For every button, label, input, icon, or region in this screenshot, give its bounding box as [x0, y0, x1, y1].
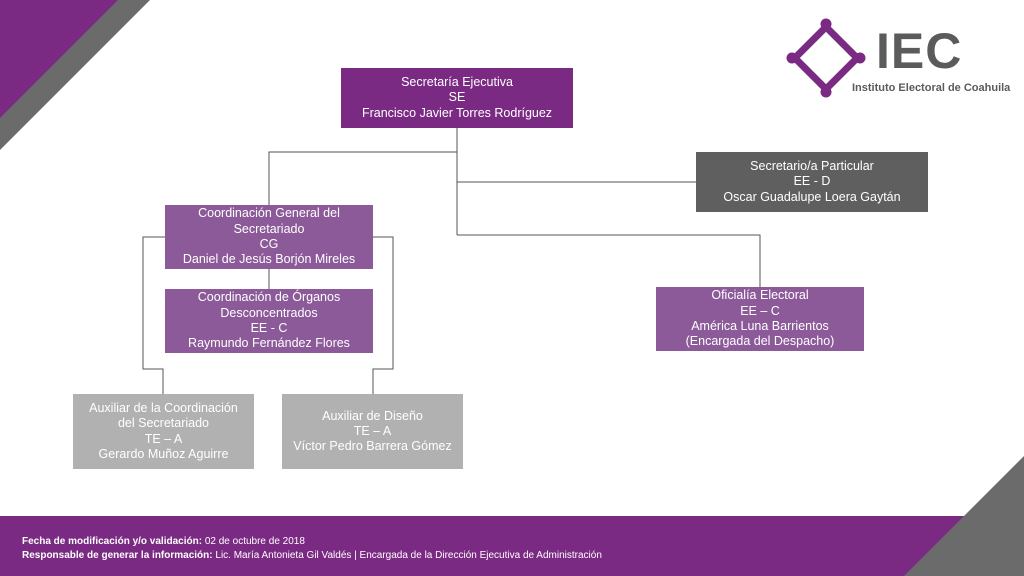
node-line: EE - C — [250, 321, 288, 335]
connector-cgs-to-acs — [142, 236, 165, 394]
node-line: América Luna Barrientos — [691, 319, 829, 333]
node-line: Francisco Javier Torres Rodríguez — [361, 105, 553, 120]
node-line: Oscar Guadalupe Loera Gaytán — [723, 189, 901, 204]
node-secretaria-ejecutiva: Secretaría Ejecutiva SE Francisco Javier… — [341, 68, 573, 128]
node-line: Víctor Pedro Barrera Gómez — [293, 439, 452, 454]
node-secretario-particular: Secretario/a Particular EE - D Oscar Gua… — [696, 152, 928, 212]
logo-subtitle: Instituto Electoral de Coahuila — [852, 82, 1011, 94]
node-line: (Encargada del Despacho) — [685, 334, 835, 349]
node-auxiliar-coordinacion-secretariado: Auxiliar de la Coordinación del Secretar… — [73, 394, 254, 469]
logo-wordmark: IEC — [876, 23, 963, 79]
iec-logo: IEC Instituto Electoral de Coahuila — [786, 18, 1016, 100]
footer-text: Fecha de modificación y/o validación: 02… — [22, 535, 602, 562]
connector-se-to-cgs — [268, 151, 457, 205]
footer-bar — [0, 516, 1024, 576]
node-line: SE — [448, 90, 466, 105]
node-line: Secretaría Ejecutiva — [401, 75, 513, 90]
node-line: Desconcentrados — [220, 305, 318, 320]
node-line: TE – A — [353, 423, 392, 438]
node-auxiliar-diseno: Auxiliar de Diseño TE – A Víctor Pedro B… — [282, 394, 463, 469]
node-coordinacion-organos-desconcentrados: Coordinación de Órganos Desconcentrados … — [165, 289, 373, 353]
footer-responsible-line: Responsable de generar la información: L… — [22, 549, 602, 563]
node-line: EE – C — [740, 303, 780, 318]
node-line: Secretario/a Particular — [750, 159, 874, 174]
node-line: Coordinación General del — [198, 206, 340, 221]
node-oficialia-electoral: Oficialía Electoral EE – C América Luna … — [656, 287, 864, 351]
node-line: del Secretariado — [117, 416, 210, 431]
node-line: EE - D — [793, 174, 831, 189]
node-line: CG — [259, 237, 279, 251]
footer-date-label: Fecha de modificación y/o validación: — [22, 536, 203, 547]
node-coordinacion-general-secretariado: Coordinación General del Secretariado CG… — [165, 205, 373, 269]
node-line: Raymundo Fernández Flores — [188, 336, 350, 351]
node-line: Secretariado — [233, 221, 305, 236]
footer-responsible-label: Responsable de generar la información: — [22, 549, 213, 561]
node-line: Auxiliar de Diseño — [322, 408, 423, 423]
connector-se-to-of — [457, 234, 761, 287]
iec-logo-mark-icon — [786, 18, 866, 98]
node-line: Coordinación de Órganos — [197, 290, 341, 305]
node-line: Daniel de Jesús Borjón Mireles — [182, 252, 356, 267]
node-line: Auxiliar de la Coordinación — [89, 400, 238, 415]
footer-responsible-value: Lic. María Antonieta Gil Valdés | Encarg… — [212, 549, 602, 561]
footer-date-value: 02 de octubre de 2018 — [202, 536, 305, 547]
node-line: TE – A — [144, 431, 183, 446]
connector-cgs-to-ad — [372, 236, 394, 394]
node-line: Gerardo Muñoz Aguirre — [98, 446, 229, 461]
footer-date-line: Fecha de modificación y/o validación: 02… — [22, 535, 602, 549]
node-line: Oficialía Electoral — [711, 288, 809, 303]
